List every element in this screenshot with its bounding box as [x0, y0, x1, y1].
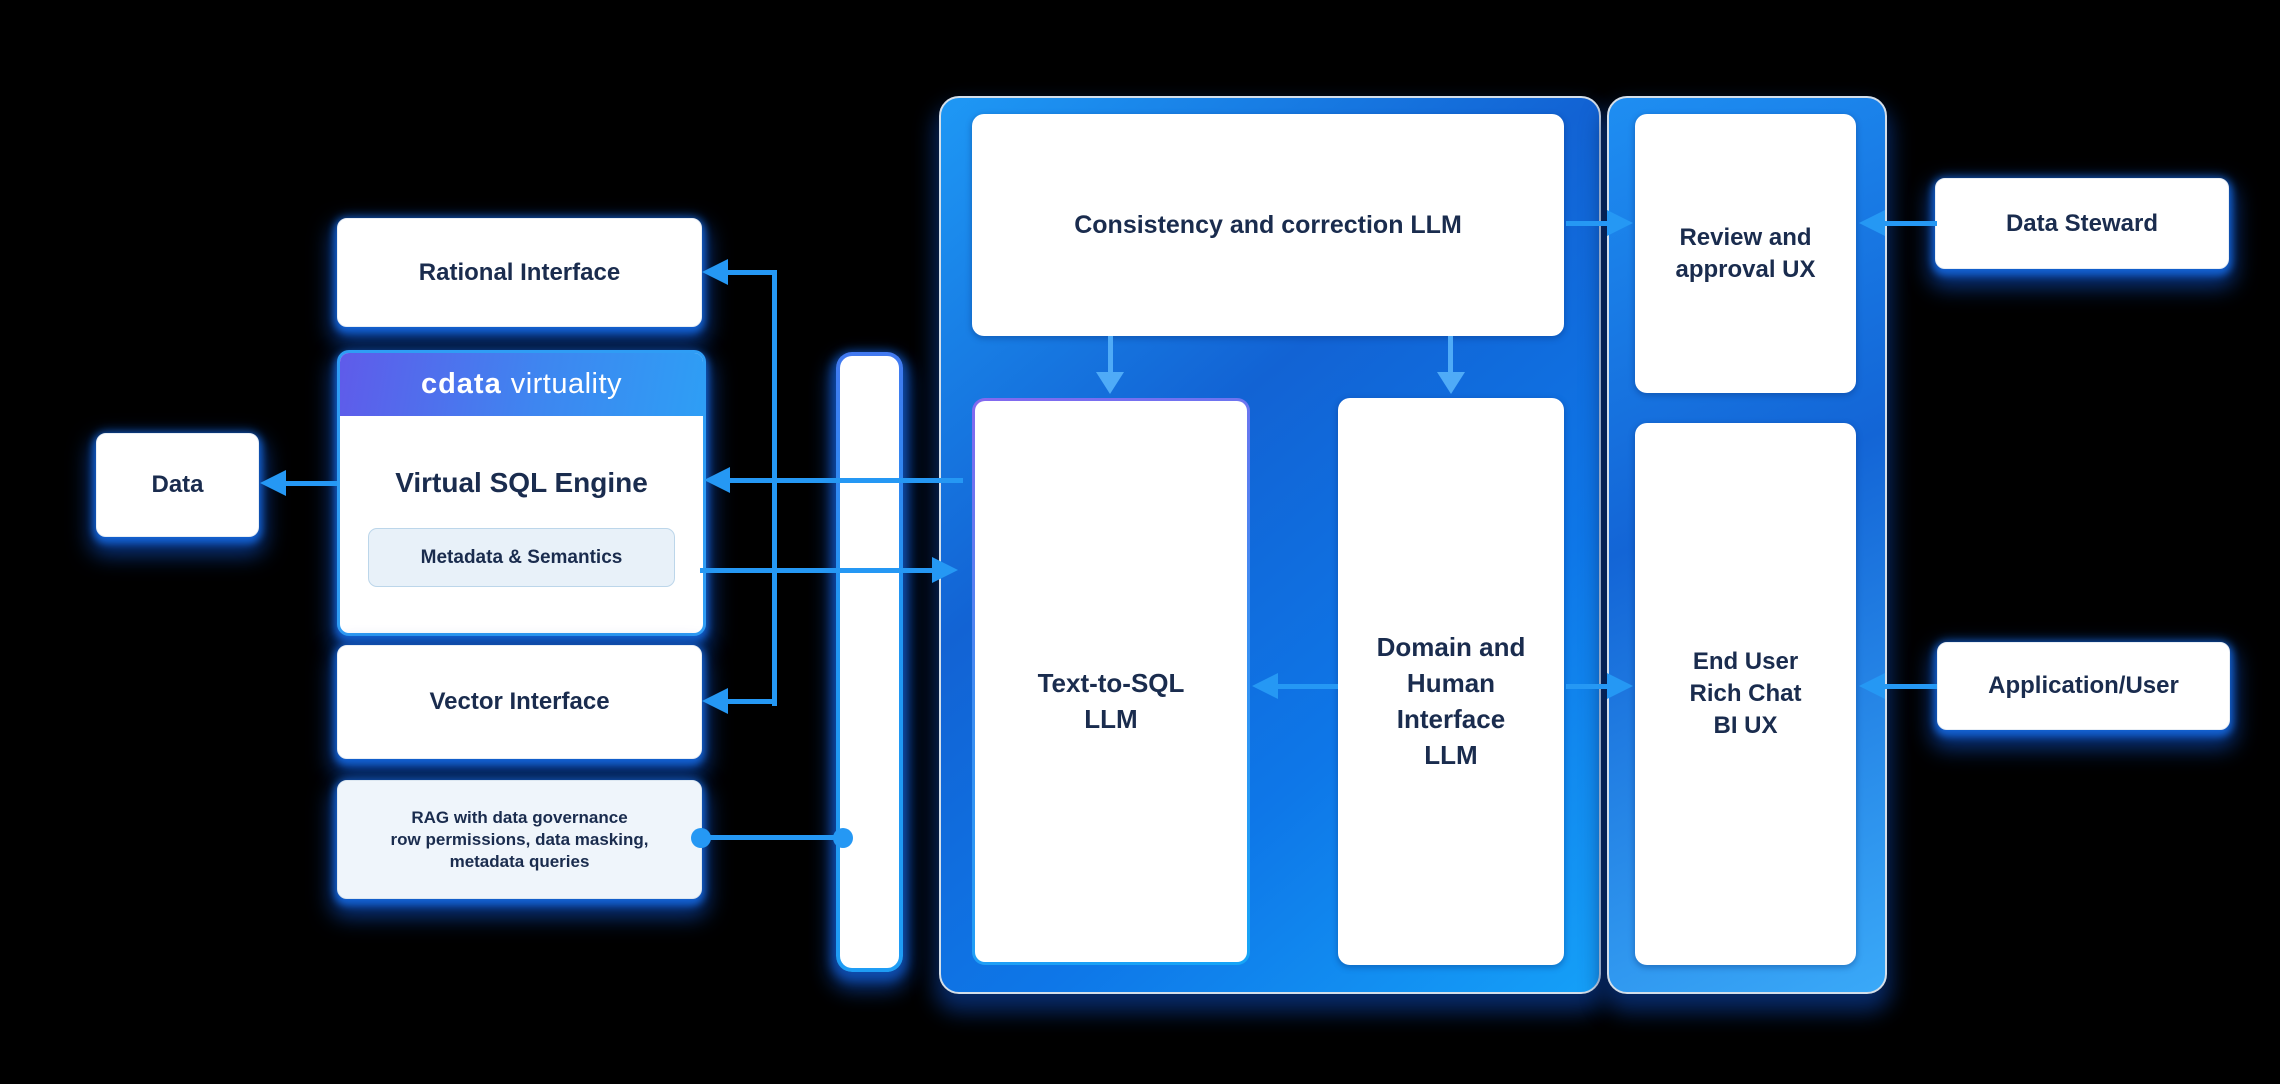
rational-interface-node: Rational Interface — [337, 218, 702, 327]
connector-appuser-to-enduser-line — [1885, 684, 1937, 689]
application-user-label: Application/User — [1988, 672, 2179, 699]
arrowhead-into-enduser-right — [1859, 673, 1885, 699]
rag-governance-node: RAG with data governance row permissions… — [337, 780, 702, 899]
rag-connector-dot-left — [691, 828, 711, 848]
domain-llm-line-1: Domain and — [1376, 631, 1526, 662]
rational-interface-label: Rational Interface — [418, 258, 621, 286]
metadata-semantics-label: Metadata & Semantics — [420, 546, 623, 568]
connector-domain-to-enduser-line — [1566, 684, 1607, 689]
domain-human-interface-llm-node: Domain and Human Interface LLM — [1338, 398, 1564, 965]
domain-llm-line-4: LLM — [1424, 739, 1478, 770]
arrowhead-into-review-left — [1607, 210, 1633, 236]
connector-consistency-to-review-line — [1566, 221, 1607, 226]
arrowhead-into-textsql-right — [1252, 673, 1278, 699]
cdata-virtuality-card: cdata virtuality Virtual SQL Engine Meta… — [337, 350, 706, 636]
text-to-sql-line-1: Text-to-SQL — [1037, 667, 1185, 698]
arrowhead-into-virtual-sql-engine — [704, 467, 730, 493]
cdata-logo-text: cdata — [420, 368, 502, 400]
vector-interface-label: Vector Interface — [429, 688, 610, 715]
arrowhead-into-vector-interface — [702, 688, 728, 714]
domain-llm-line-2: Human — [1406, 667, 1496, 698]
connector-domain-to-textsql-line — [1278, 684, 1338, 689]
data-steward-node: Data Steward — [1935, 178, 2229, 269]
application-user-node: Application/User — [1937, 642, 2230, 730]
review-approval-ux-node: Review and approval UX — [1635, 114, 1856, 393]
arrowhead-down-into-textsql — [1096, 372, 1124, 394]
data-node-label: Data — [151, 471, 204, 498]
text-to-sql-llm-node: Text-to-SQL LLM — [972, 398, 1250, 965]
virtuality-logo-text: virtuality — [510, 368, 623, 400]
data-node: Data — [96, 433, 259, 537]
rag-connector-dot-right — [833, 828, 853, 848]
connector-llm-to-engine-line — [730, 478, 963, 483]
domain-llm-line-3: Interface — [1396, 703, 1506, 734]
consistency-llm-label: Consistency and correction LLM — [1074, 210, 1462, 239]
connector-engine-to-data-line — [286, 481, 337, 486]
arrowhead-into-rational-interface — [702, 259, 728, 285]
review-ux-line-1: Review and — [1679, 223, 1812, 251]
vector-interface-node: Vector Interface — [337, 645, 702, 759]
end-user-ux-node: End User Rich Chat BI UX — [1635, 423, 1856, 965]
text-to-sql-line-2: LLM — [1084, 703, 1138, 734]
connector-bar — [836, 352, 903, 972]
cdata-virtuality-logo: cdata virtuality — [340, 353, 703, 416]
end-user-ux-line-2: Rich Chat — [1689, 680, 1802, 707]
consistency-llm-node: Consistency and correction LLM — [972, 114, 1564, 336]
connector-rag-to-bar-line — [700, 835, 843, 840]
connector-trunk-vertical — [772, 270, 777, 706]
arrowhead-down-into-domain — [1437, 372, 1465, 394]
connector-bar-fill — [840, 356, 899, 968]
arrowhead-into-text-to-sql — [932, 557, 958, 583]
arrowhead-into-enduser-left — [1607, 673, 1633, 699]
arrowhead-into-data — [260, 470, 286, 496]
rag-line-1: RAG with data governance — [411, 807, 628, 827]
connector-consistency-to-textsql-down-line — [1108, 336, 1113, 374]
data-steward-label: Data Steward — [2005, 209, 2159, 237]
connector-metadata-to-textsql-line — [700, 568, 932, 573]
connector-to-rational-line — [722, 270, 777, 275]
virtual-sql-engine-title: Virtual SQL Engine — [395, 467, 648, 498]
rag-line-3: metadata queries — [449, 851, 590, 871]
end-user-ux-line-3: BI UX — [1713, 712, 1778, 739]
rag-line-2: row permissions, data masking, — [390, 829, 649, 849]
connector-steward-to-review-line — [1885, 221, 1937, 226]
end-user-ux-line-1: End User — [1692, 648, 1799, 675]
metadata-semantics-pill: Metadata & Semantics — [368, 528, 675, 587]
connector-consistency-to-domain-down-line — [1448, 336, 1453, 374]
arrowhead-into-review-right — [1859, 210, 1885, 236]
review-ux-line-2: approval UX — [1675, 255, 1816, 283]
connector-to-vector-line — [722, 699, 777, 704]
